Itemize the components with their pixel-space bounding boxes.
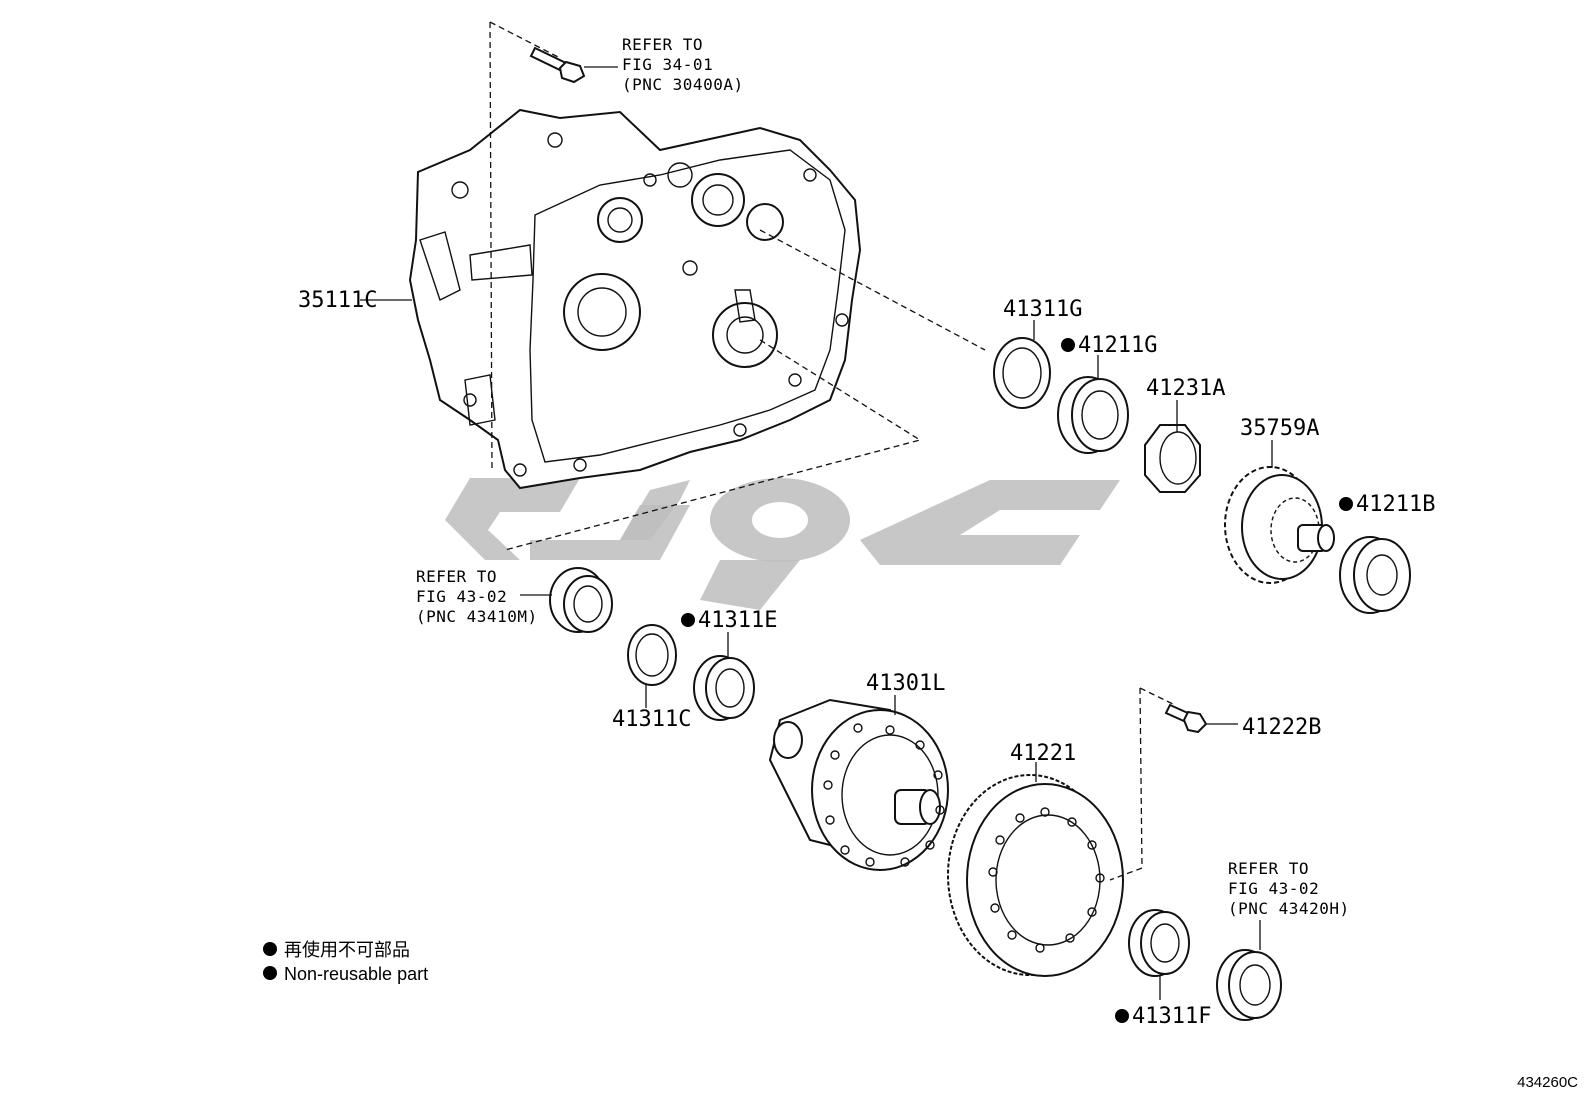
label-41311F: 41311F <box>1132 1004 1211 1029</box>
svg-text:(PNC 30400A): (PNC 30400A) <box>622 75 744 94</box>
non-reusable-dot-icon <box>1339 497 1353 511</box>
label-35759A: 35759A <box>1240 416 1319 441</box>
svg-text:(PNC 43410M): (PNC 43410M) <box>416 607 538 626</box>
legend-text-ja: 再使用不可部品 <box>284 940 410 960</box>
label-35111C: 35111C <box>298 288 377 313</box>
transaxle-housing-icon <box>408 108 862 490</box>
svg-text:FIG 34-01: FIG 34-01 <box>622 55 713 74</box>
label-41301L: 41301L <box>866 671 945 696</box>
label-41211B: 41211B <box>1356 492 1435 517</box>
label-41311G: 41311G <box>1003 297 1082 322</box>
legend: 再使用不可部品 Non-reusable part <box>263 940 428 984</box>
label-41231A: 41231A <box>1146 376 1225 401</box>
reference-note-43420H: REFER TO FIG 43-02 (PNC 43420H) <box>1228 859 1350 918</box>
svg-text:REFER TO: REFER TO <box>622 35 703 54</box>
svg-text:REFER TO: REFER TO <box>1228 859 1309 878</box>
bearing-41311F-icon <box>1128 909 1190 977</box>
legend-text-en: Non-reusable part <box>284 964 428 984</box>
housing-bolt-icon <box>529 46 586 84</box>
bearing-43420H-icon <box>1216 949 1282 1021</box>
figure-id: 434260C <box>1517 1074 1578 1091</box>
label-41221: 41221 <box>1010 741 1076 766</box>
svg-text:FIG 43-02: FIG 43-02 <box>1228 879 1319 898</box>
reference-note-30400A: REFER TO FIG 34-01 (PNC 30400A) <box>622 35 744 94</box>
bearing-43410M-icon <box>549 567 613 633</box>
non-reusable-dot-icon <box>1115 1009 1129 1023</box>
ring-gear-bolt-41222B-icon <box>1164 703 1208 734</box>
svg-text:(PNC 43420H): (PNC 43420H) <box>1228 899 1350 918</box>
non-reusable-dot-icon <box>681 613 695 627</box>
bearing-41211G-icon <box>1057 376 1129 454</box>
ring-gear-41221-icon <box>947 774 1124 977</box>
shim-41311C-icon <box>627 624 677 686</box>
svg-text:REFER TO: REFER TO <box>416 567 497 586</box>
differential-case-41301L-icon <box>768 698 949 871</box>
non-reusable-dot-icon <box>1061 338 1075 352</box>
shim-41311G-icon <box>993 337 1051 409</box>
label-41311C: 41311C <box>612 707 691 732</box>
svg-text:FIG 43-02: FIG 43-02 <box>416 587 507 606</box>
legend-dot-icon <box>263 966 277 980</box>
legend-dot-icon <box>263 942 277 956</box>
label-41222B: 41222B <box>1242 715 1321 740</box>
washer-41231A-icon <box>1144 424 1201 493</box>
bearing-41311E-icon <box>693 655 755 721</box>
gear-35759A-icon <box>1224 466 1335 584</box>
label-41211G: 41211G <box>1078 333 1157 358</box>
bearing-41211B-icon <box>1339 536 1411 614</box>
reference-note-43410M: REFER TO FIG 43-02 (PNC 43410M) <box>416 567 538 626</box>
label-41311E: 41311E <box>698 608 777 633</box>
watermark-logo <box>445 478 1120 610</box>
